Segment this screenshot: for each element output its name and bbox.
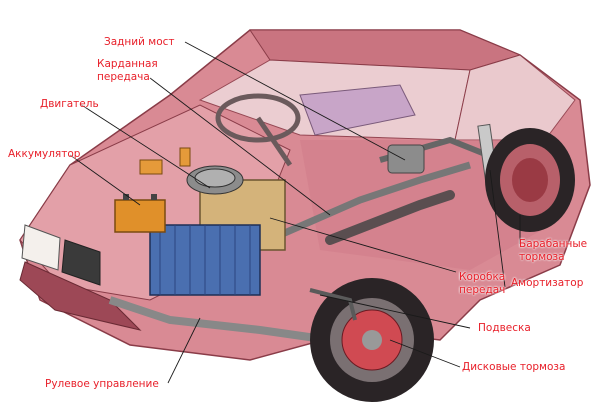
label-rear-axle: Задний мост — [104, 36, 175, 48]
steering-rack — [108, 296, 331, 344]
radiator — [149, 224, 261, 296]
label-drum-brakes-line2: тормоза — [519, 251, 565, 263]
battery — [114, 194, 166, 233]
label-driveshaft-line2: передача — [97, 71, 150, 83]
leader-lines — [69, 41, 521, 384]
label-battery: Аккумулятор — [8, 148, 81, 160]
label-engine: Двигатель — [40, 98, 99, 110]
rear-seat — [299, 84, 416, 136]
ignition-coil — [139, 159, 163, 175]
label-drum-brakes-line1: Барабанные — [519, 238, 588, 250]
front-suspension — [309, 288, 357, 321]
steering-wheel — [215, 93, 301, 167]
fuse-part — [179, 147, 191, 167]
label-steering: Рулевое управление — [45, 378, 159, 390]
front-wheel — [310, 278, 434, 402]
label-disc-brakes: Дисковые тормоза — [462, 361, 566, 373]
label-suspension: Подвеска — [478, 322, 531, 334]
driveshaft — [278, 161, 472, 239]
label-gearbox-line1: Коробка — [459, 271, 506, 283]
exhaust — [325, 190, 455, 245]
label-shock-absorber: Амортизатор — [511, 277, 584, 289]
rear-wheel — [485, 128, 575, 232]
label-gearbox-line2: передач — [459, 284, 506, 296]
label-driveshaft-line1: Карданная — [97, 58, 158, 70]
